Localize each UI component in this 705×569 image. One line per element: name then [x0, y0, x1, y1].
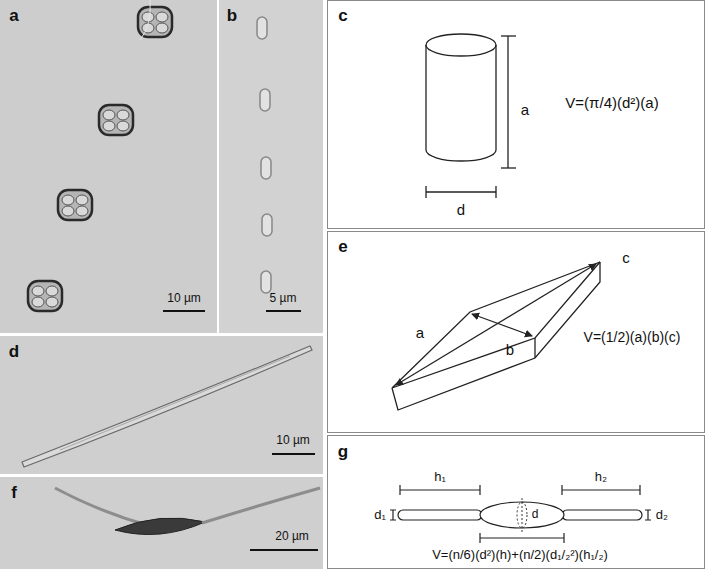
panel-letter: d — [9, 343, 19, 362]
panel-label: d₂ — [656, 508, 668, 522]
figure-panel: b 5 µm — [219, 0, 323, 333]
panel-letter: e — [338, 238, 347, 257]
panel-letter: b — [227, 7, 237, 26]
figure-panel: e a b cV=(1/2)(a)(b)(c) — [327, 231, 705, 433]
figure-panel: d 10 µm — [0, 336, 323, 474]
panel-label: c — [622, 250, 630, 267]
panel-label: a — [416, 325, 424, 342]
figure-panel: g h₁ h₂ d₁ d d₂ V=(n/6)(d²)(h)+(n/2)(d₁/₂²)(h₁… — [327, 435, 705, 569]
panel-label: V=(n/6)(d²)(h)+(n/2)(d₁/₂²)(h₁/₂) — [432, 548, 608, 562]
panel-label: h₂ — [595, 470, 607, 484]
panel-label: 20 µm — [275, 530, 309, 543]
panel-letter: c — [338, 7, 347, 26]
panel-label: d — [532, 508, 539, 521]
panel-label: 10 µm — [167, 292, 201, 305]
panel-letter: g — [338, 443, 348, 462]
panel-label: 10 µm — [276, 434, 310, 447]
panel-label: d — [457, 202, 465, 219]
figure-panel: a 10 µm — [0, 0, 217, 333]
panel-label: 5 µm — [270, 292, 297, 305]
panel-letter: f — [11, 484, 17, 503]
panel-label: V=(1/2)(a)(b)(c) — [584, 330, 681, 345]
panel-letter: a — [9, 7, 18, 26]
figure-panel: f 20 µm — [0, 477, 323, 569]
figure-panel: c a d V=(π/4)(d²)(a) — [327, 0, 705, 229]
panel-label: b — [506, 342, 514, 359]
panel-label: V=(π/4)(d²)(a) — [565, 95, 658, 112]
panel-label: a — [521, 102, 529, 119]
panel-label: h₁ — [434, 470, 446, 484]
panel-label: d₁ — [374, 508, 386, 522]
